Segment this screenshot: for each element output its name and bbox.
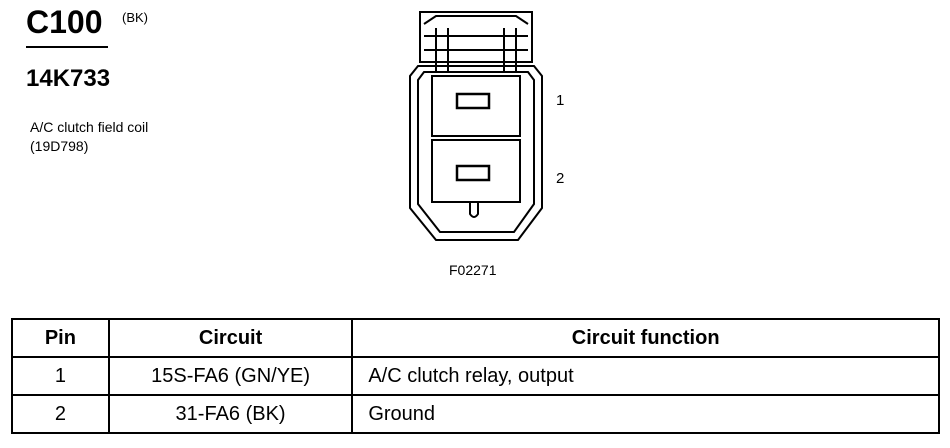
figure-id: F02271 <box>449 262 497 278</box>
latch-bar <box>424 35 528 51</box>
pin-label-1: 1 <box>556 92 565 109</box>
terminal-1 <box>455 92 491 110</box>
cell-pin: 2 <box>11 394 110 434</box>
connector-color: (BK) <box>122 10 148 25</box>
cavity-1 <box>431 75 521 137</box>
pin-label-2: 2 <box>556 170 565 187</box>
cavity-2 <box>431 139 521 203</box>
header-circuit-function: Circuit function <box>351 318 940 358</box>
cell-circuit: 31-FA6 (BK) <box>107 394 354 434</box>
latch-inner <box>423 15 529 25</box>
connector-id-underline <box>26 46 108 48</box>
header-circuit: Circuit <box>107 318 354 358</box>
table-header-row: Pin Circuit Circuit function <box>11 318 940 358</box>
cell-function: A/C clutch relay, output <box>351 356 940 396</box>
pinout-table: Pin Circuit Circuit function 1 15S-FA6 (… <box>11 318 940 434</box>
connector-face-diagram <box>409 11 543 241</box>
latch-outline <box>419 11 533 63</box>
body-inner <box>417 71 535 233</box>
polarization-key <box>469 202 479 218</box>
header-pin: Pin <box>11 318 110 358</box>
description-line-2: (19D798) <box>30 138 89 154</box>
cell-circuit: 15S-FA6 (GN/YE) <box>107 356 354 396</box>
description-line-1: A/C clutch field coil <box>30 119 149 135</box>
table-row: 1 15S-FA6 (GN/YE) A/C clutch relay, outp… <box>11 356 940 396</box>
connector-id: C100 <box>26 4 103 40</box>
cell-pin: 1 <box>11 356 110 396</box>
component-description: A/C clutch field coil (19D798) <box>30 118 148 156</box>
part-number: 14K733 <box>26 65 111 92</box>
table-row: 2 31-FA6 (BK) Ground <box>11 394 940 434</box>
terminal-2 <box>455 164 491 182</box>
body-outer <box>409 65 543 241</box>
cell-function: Ground <box>351 394 940 434</box>
